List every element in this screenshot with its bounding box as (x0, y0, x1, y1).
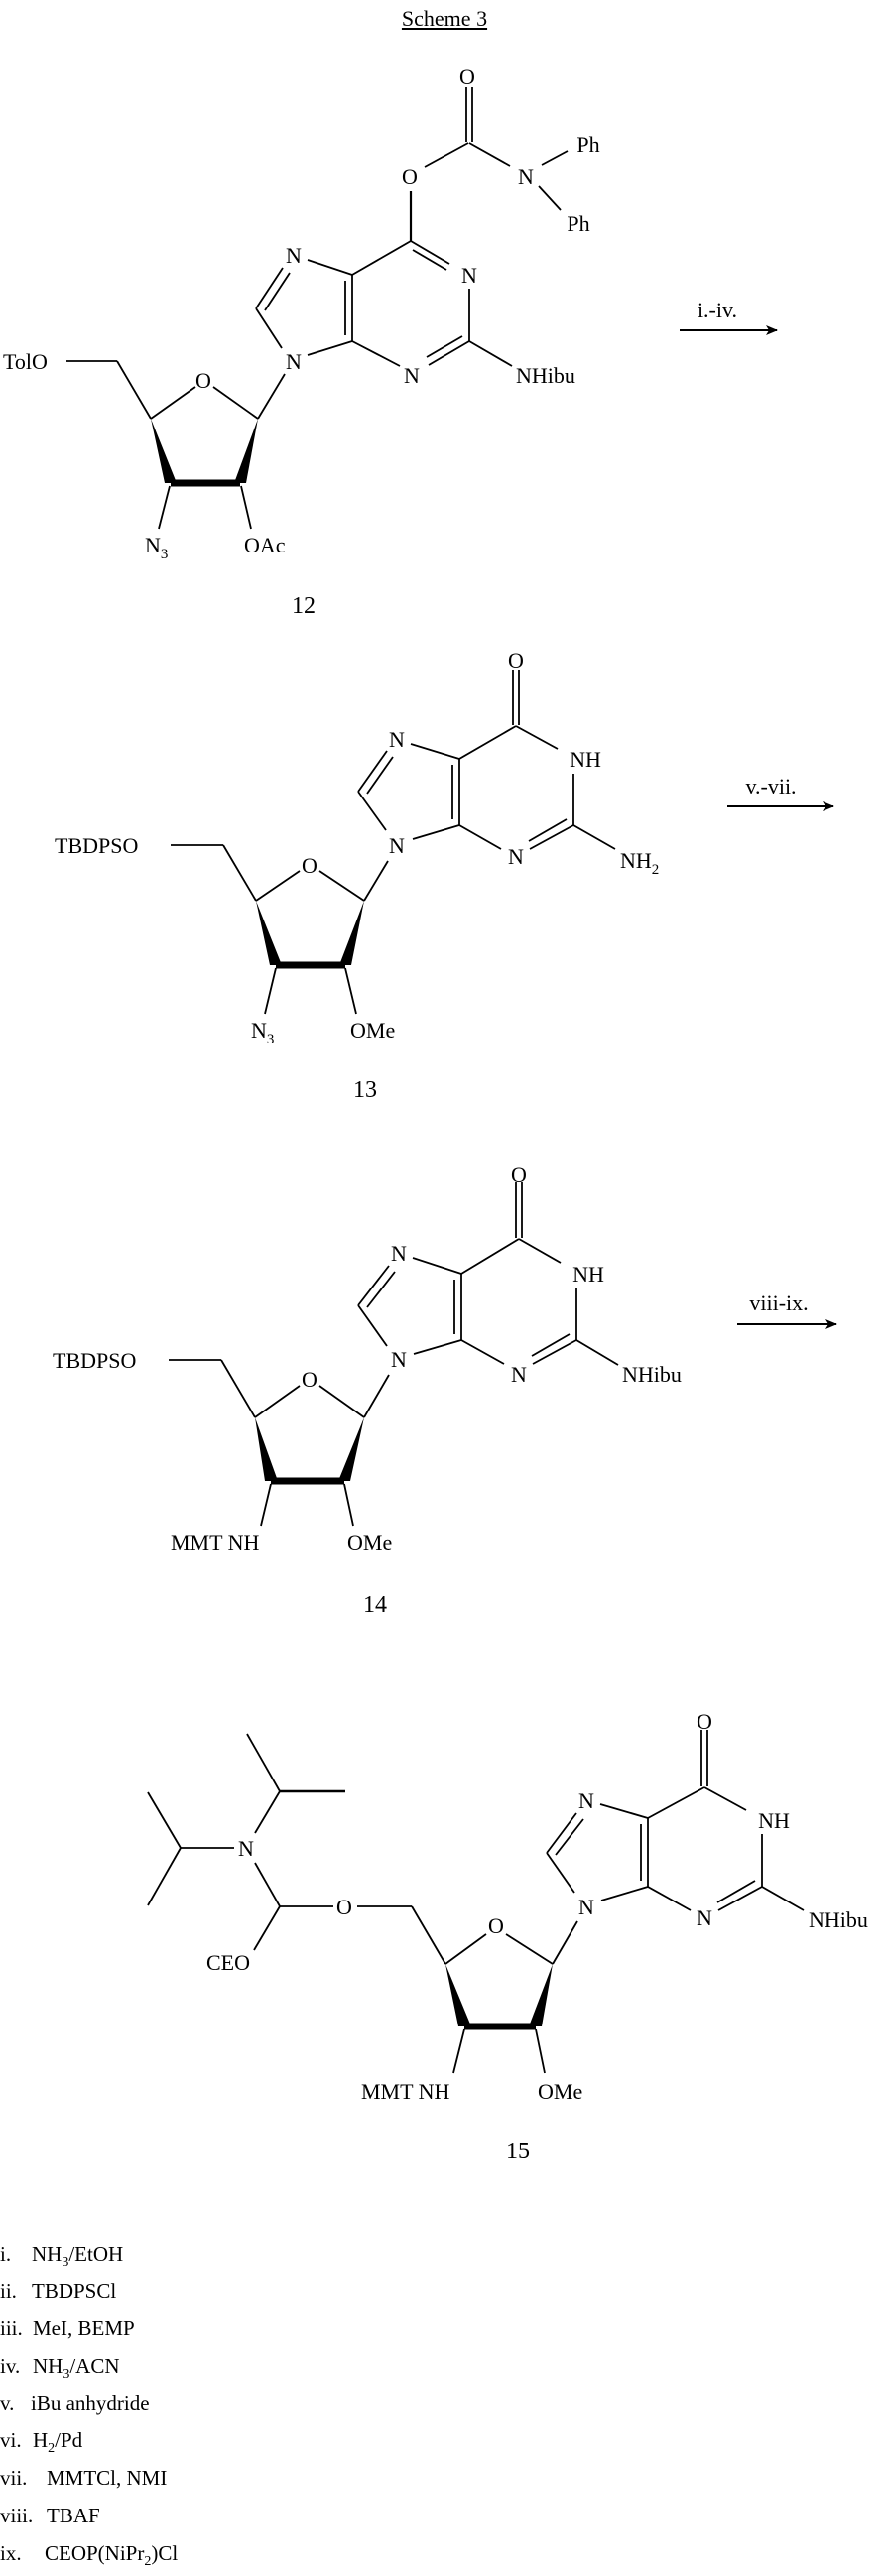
reagent-list: i.NH3/EtOH ii.TBDPSCl iii.MeI, BEMP iv.N… (0, 2240, 178, 2576)
reaction-scheme-canvas: O O N Ph Ph N N N N NHibu TolO O N3 OAc … (0, 0, 889, 2503)
ome-label: OMe (350, 1018, 395, 1043)
reagent-text: )Cl (151, 2541, 178, 2565)
ring-oxygen-label: O (488, 1913, 504, 1938)
compound-number-12: 12 (292, 593, 316, 619)
reagent-index: v. (0, 2390, 31, 2419)
reagent-text: NH (32, 2242, 62, 2266)
phenyl-top-label: Ph (576, 132, 599, 157)
tolo-label: TolO (3, 349, 48, 374)
compound-15-labels: N O CEO O MMT NH OMe 15 O NH N N N NHibu (206, 1709, 868, 2164)
n7-label: N (578, 1788, 594, 1813)
azide-label: N3 (145, 533, 168, 562)
nhibu-label: NHibu (622, 1362, 682, 1387)
reaction-arrow-3: viii-ix. (737, 1290, 836, 1324)
reaction-arrow-1: i.-iv. (680, 298, 777, 330)
n9-label: N (389, 833, 405, 858)
azide-label: N3 (251, 1018, 274, 1047)
nh2-label: NH2 (620, 848, 659, 878)
arrow-2-conditions-label: v.-vii. (745, 774, 796, 798)
ring-oxygen-label: O (195, 368, 211, 393)
reagent-text: MMTCl, NMI (47, 2466, 167, 2490)
nhibu-label: NHibu (809, 1907, 868, 1932)
reagent-item: i.NH3/EtOH (0, 2240, 178, 2277)
arrow-1-conditions-label: i.-iv. (698, 298, 737, 322)
reagent-text: iBu anhydride (31, 2392, 150, 2415)
n7-label: N (286, 243, 302, 268)
ring-oxygen-label: O (302, 853, 318, 878)
reagent-text: TBDPSCl (32, 2279, 116, 2303)
reagent-item: iii.MeI, BEMP (0, 2314, 178, 2352)
ester-oxygen-label: O (402, 164, 418, 188)
reagent-index: i. (0, 2240, 32, 2269)
compound-13-labels: O NH N N N NH2 TBDPSO O N3 OMe 13 (55, 648, 659, 1103)
phenyl-bottom-label: Ph (567, 211, 589, 236)
reagent-text: /Pd (55, 2428, 82, 2452)
tbdpso-label: TBDPSO (53, 1348, 136, 1373)
n1-label: NH (758, 1808, 790, 1833)
reagent-index: iv. (0, 2352, 33, 2382)
amine-nitrogen-label: N (238, 1836, 254, 1861)
reagent-index: ix. (0, 2539, 45, 2569)
reagent-index: vii. (0, 2464, 47, 2494)
mmt-nh-label: MMT NH (361, 2079, 450, 2104)
ceo-label: CEO (206, 1950, 250, 1975)
reagent-item: ii.TBDPSCl (0, 2277, 178, 2315)
reagent-text: H (33, 2428, 48, 2452)
reagent-index: vi. (0, 2426, 33, 2456)
ring-oxygen-label: O (302, 1367, 318, 1392)
n1-label: N (461, 263, 477, 288)
tbdpso-label: TBDPSO (55, 833, 138, 858)
n3-label: N (404, 363, 420, 388)
n3-label: N (697, 1905, 712, 1930)
carbonyl-oxygen-label: O (459, 64, 475, 89)
compound-number-13: 13 (353, 1077, 377, 1103)
n9-label: N (286, 349, 302, 374)
reagent-text: CEOP(NiPr (45, 2541, 144, 2565)
compound-12-structure (66, 87, 568, 529)
reagent-index: ii. (0, 2277, 32, 2307)
carbonyl-oxygen-label: O (697, 1709, 712, 1734)
reaction-arrow-2: v.-vii. (727, 774, 833, 806)
n7-label: N (391, 1241, 407, 1266)
compound-number-15: 15 (506, 2139, 530, 2164)
n7-label: N (389, 727, 405, 752)
reagent-text: NH (33, 2354, 63, 2378)
n9-label: N (578, 1895, 594, 1919)
ome-label: OMe (538, 2079, 582, 2104)
mmt-nh-label: MMT NH (171, 1531, 260, 1555)
n1-label: NH (570, 747, 601, 772)
compound-15-structure (148, 1730, 804, 2073)
reagent-item: ix.CEOP(NiPr2)Cl (0, 2539, 178, 2576)
reagent-item: v.iBu anhydride (0, 2390, 178, 2427)
reagent-item: vi.H2/Pd (0, 2426, 178, 2464)
carbonyl-oxygen-label: O (508, 648, 524, 673)
arrow-3-conditions-label: viii-ix. (749, 1290, 808, 1315)
reagent-item: viii.TBAF (0, 2502, 178, 2539)
amide-nitrogen-label: N (518, 164, 534, 188)
reagent-index: iii. (0, 2314, 33, 2344)
n1-label: NH (572, 1262, 604, 1287)
reagent-index: viii. (0, 2502, 47, 2531)
n9-label: N (391, 1347, 407, 1372)
n3-label: N (508, 844, 524, 869)
reagent-subscript: 2 (144, 2554, 151, 2569)
reagent-text: MeI, BEMP (33, 2316, 135, 2340)
reagent-item: iv.NH3/ACN (0, 2352, 178, 2390)
reagent-text: TBAF (47, 2504, 100, 2527)
n3-label: N (511, 1362, 527, 1387)
compound-number-14: 14 (363, 1592, 387, 1618)
oac-label: OAc (244, 533, 286, 557)
compound-14-labels: O NH N N N NHibu TBDPSO O MMT NH OMe 14 (53, 1163, 682, 1618)
reagent-text: /EtOH (68, 2242, 123, 2266)
nhibu-label: NHibu (516, 363, 575, 388)
linker-oxygen-label: O (336, 1895, 352, 1919)
reagent-text: /ACN (69, 2354, 119, 2378)
reagent-item: vii.MMTCl, NMI (0, 2464, 178, 2502)
compound-12-labels: O O N Ph Ph N N N N NHibu TolO O N3 OAc … (3, 64, 600, 619)
carbonyl-oxygen-label: O (511, 1163, 527, 1187)
ome-label: OMe (347, 1531, 392, 1555)
